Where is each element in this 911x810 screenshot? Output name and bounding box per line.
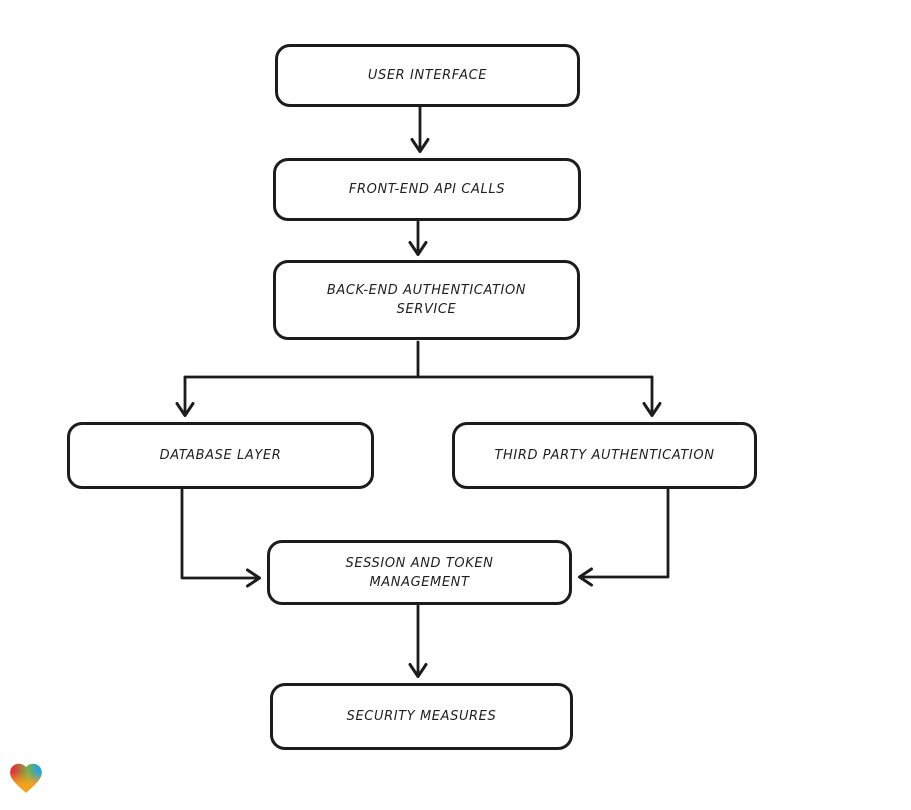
node-back-end-authentication-service: BACK-END AUTHENTICATION SERVICE [273,260,580,340]
node-label: SESSION AND TOKEN [345,555,494,571]
node-security-measures: SECURITY MEASURES [270,683,573,750]
node-session-and-token-management: SESSION AND TOKEN MANAGEMENT [267,540,572,605]
edge-third-party-to-session [578,487,670,587]
node-database-layer: DATABASE LAYER [67,422,374,489]
node-label: THIRD PARTY AUTHENTICATION [494,448,715,463]
node-third-party-authentication: THIRD PARTY AUTHENTICATION [452,422,757,489]
node-label: SECURITY MEASURES [346,709,497,724]
node-label: MANAGEMENT [369,574,470,590]
node-label: USER INTERFACE [367,68,488,83]
node-label: FRONT-END API CALLS [348,182,506,197]
edge-database-to-session [180,487,261,588]
node-label: SERVICE [396,302,457,317]
node-label: BACK-END AUTHENTICATION [326,283,527,298]
node-user-interface: USER INTERFACE [275,44,580,107]
node-front-end-api-calls: FRONT-END API CALLS [273,158,581,221]
edge-back-end-branch-trunk [183,340,654,379]
node-label: DATABASE LAYER [159,448,282,463]
gradient-heart-logo [10,763,42,793]
